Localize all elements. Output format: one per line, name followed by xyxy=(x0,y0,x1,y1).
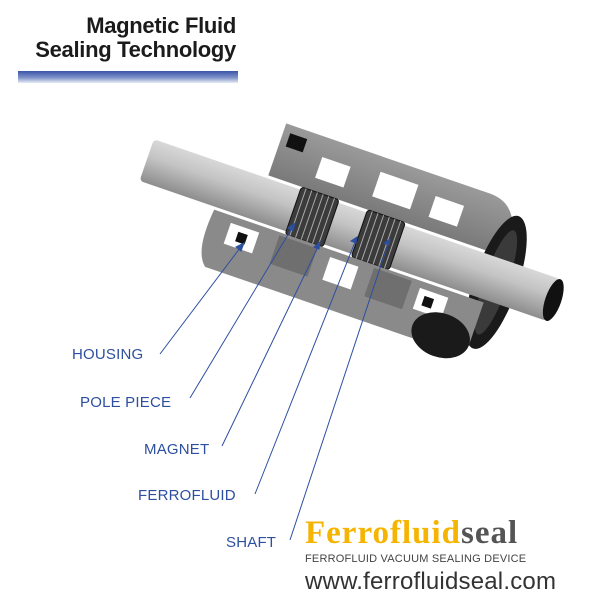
title-underline-bar xyxy=(18,71,238,83)
title-line-1: Magnetic Fluid xyxy=(86,13,236,38)
label-shaft: SHAFT xyxy=(226,534,277,551)
page-title: Magnetic Fluid Sealing Technology xyxy=(35,14,236,62)
brand-name-ferrofluid: Ferrofluid xyxy=(305,515,462,551)
brand-tagline: FERROFLUID VACUUM SEALING DEVICE xyxy=(305,553,527,565)
brand-name-seal: seal xyxy=(461,515,519,551)
brand-url[interactable]: www.ferrofluidseal.com xyxy=(305,568,557,595)
label-ferrofluid: FERROFLUID xyxy=(138,487,236,504)
brand-logo: Ferrofluidseal xyxy=(305,516,518,550)
label-pole-piece: POLE PIECE xyxy=(80,394,172,411)
label-housing: HOUSING xyxy=(72,346,144,363)
title-line-2: Sealing Technology xyxy=(35,37,236,62)
label-magnet: MAGNET xyxy=(144,441,210,458)
